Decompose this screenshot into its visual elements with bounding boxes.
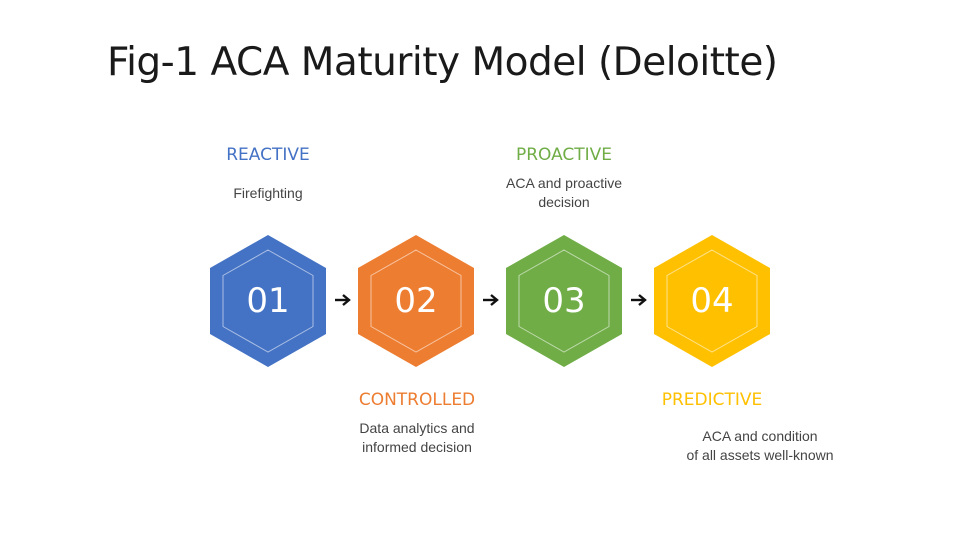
stage-4-number: 04	[690, 281, 734, 321]
stage-3-description-line-2: decision	[538, 194, 590, 210]
hexagon-icon	[654, 235, 770, 367]
hexagon-icon	[506, 235, 622, 367]
stage-4-hexagon: 04	[654, 235, 770, 367]
stage-2-description-line-1: Data analytics and	[359, 420, 475, 436]
stage-3-hexagon: 03	[506, 235, 622, 367]
arrow-right-icon	[483, 294, 499, 306]
stage-4-description-line-2: of all assets well-known	[686, 447, 834, 463]
stage-1-number: 01	[246, 281, 290, 321]
stage-3-number: 03	[542, 281, 586, 321]
stage-2-number: 02	[394, 281, 438, 321]
stage-2-label: CONTROLLED	[358, 390, 476, 410]
hexagon-icon	[210, 235, 326, 367]
stage-2-hexagon: 02	[358, 235, 474, 367]
stage-4-description-line-1: ACA and condition	[702, 428, 818, 444]
stage-1-description-line-1: Firefighting	[233, 185, 303, 201]
hexagon-icon	[358, 235, 474, 367]
stage-3-description-line-1: ACA and proactive	[506, 175, 622, 191]
stage-4-description: ACA and condition of all assets well-know…	[650, 427, 870, 465]
stage-3-description: ACA and proactive decision	[454, 174, 674, 212]
stage-1-hexagon: 01	[210, 235, 326, 367]
stage-2-description: Data analytics and informed decision	[307, 419, 527, 457]
stage-3-label: PROACTIVE	[515, 145, 613, 165]
figure-title: Fig-1 ACA Maturity Model (Deloitte)	[107, 40, 778, 85]
stage-2-description-line-2: informed decision	[362, 439, 472, 455]
stage-1-label: REACTIVE	[226, 145, 310, 165]
arrow-right-icon	[631, 294, 647, 306]
stage-1-description: Firefighting	[158, 184, 378, 203]
arrow-right-icon	[335, 294, 351, 306]
stage-4-label: PREDICTIVE	[661, 390, 763, 410]
